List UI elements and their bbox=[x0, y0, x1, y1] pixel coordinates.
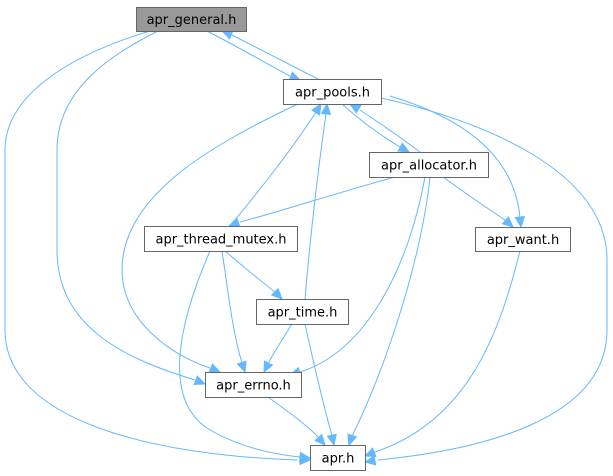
node-label: apr.h bbox=[322, 452, 355, 467]
edge-line bbox=[56, 30, 196, 381]
edge-apr-errno-to-apr bbox=[267, 396, 326, 446]
edge-apr-pools-to-apr-want bbox=[389, 95, 526, 229]
edge-line bbox=[206, 30, 291, 77]
arrowhead-icon bbox=[347, 433, 358, 447]
edge-line bbox=[221, 250, 243, 364]
arrowhead-icon bbox=[514, 215, 526, 229]
node-label: apr_general.h bbox=[147, 13, 237, 28]
edge-line bbox=[389, 95, 521, 219]
edge-apr-thread-mutex-to-apr bbox=[179, 250, 312, 463]
edge-line bbox=[374, 250, 521, 453]
edge-line bbox=[359, 109, 421, 153]
node-apr-allocator[interactable]: apr_allocator.h bbox=[369, 152, 489, 178]
node-box[interactable] bbox=[256, 299, 349, 325]
edge-apr-allocator-to-apr bbox=[347, 176, 431, 447]
edge-apr-pools-to-apr-allocator bbox=[341, 103, 411, 153]
arrowhead-icon bbox=[299, 451, 312, 463]
arrowhead-icon bbox=[270, 287, 283, 300]
node-label: apr_errno.h bbox=[216, 379, 291, 394]
edge-line bbox=[299, 176, 426, 373]
arrowhead-icon bbox=[363, 447, 377, 457]
node-label: apr_allocator.h bbox=[381, 159, 477, 174]
edge-apr-general-to-apr-pools bbox=[206, 30, 302, 81]
edge-apr-thread-mutex-to-apr-errno bbox=[221, 250, 247, 374]
arrowhead-icon bbox=[314, 433, 326, 446]
node-apr-errno[interactable]: apr_errno.h bbox=[205, 372, 302, 398]
edge-line bbox=[229, 111, 317, 227]
edge-line bbox=[267, 396, 319, 438]
arrowhead-icon bbox=[236, 360, 247, 374]
node-label: apr_thread_mutex.h bbox=[155, 233, 286, 248]
edge-line bbox=[304, 113, 327, 300]
node-apr-general: apr_general.h bbox=[136, 7, 247, 32]
edge-apr-time-to-apr-errno bbox=[263, 323, 293, 374]
arrowhead-icon bbox=[320, 102, 332, 115]
edge-line bbox=[304, 323, 333, 437]
edge-apr-thread-mutex-to-apr-pools bbox=[229, 102, 322, 227]
node-box[interactable] bbox=[283, 79, 382, 105]
node-label: apr_pools.h bbox=[295, 86, 370, 101]
edge-line bbox=[231, 34, 319, 80]
edge-line bbox=[4, 30, 298, 461]
edge-apr-time-to-apr-pools bbox=[304, 102, 332, 300]
arrowhead-icon bbox=[193, 375, 207, 385]
edge-apr-want-to-apr bbox=[363, 250, 521, 457]
arrowhead-icon bbox=[363, 455, 377, 466]
arrowhead-icon bbox=[397, 142, 411, 153]
arrowhead-icon bbox=[348, 103, 362, 114]
edge-line bbox=[121, 103, 299, 369]
edge-apr-general-to-apr-errno bbox=[56, 30, 207, 385]
node-apr-want[interactable]: apr_want.h bbox=[475, 227, 571, 252]
edge-apr-allocator-to-apr-pools bbox=[348, 103, 421, 153]
edge-line bbox=[267, 323, 293, 365]
node-box[interactable] bbox=[369, 152, 489, 178]
node-box[interactable] bbox=[205, 372, 302, 398]
edge-line bbox=[239, 176, 396, 223]
edge-apr-time-to-apr bbox=[304, 323, 337, 447]
node-box[interactable] bbox=[144, 226, 298, 252]
arrowhead-icon bbox=[208, 363, 222, 373]
edge-line bbox=[224, 250, 276, 293]
arrowhead-icon bbox=[501, 216, 514, 228]
edge-line bbox=[377, 97, 608, 461]
node-apr-time[interactable]: apr_time.h bbox=[256, 299, 349, 325]
node-label: apr_want.h bbox=[487, 233, 559, 248]
edge-line bbox=[351, 176, 431, 437]
node-apr-pools[interactable]: apr_pools.h bbox=[283, 79, 382, 105]
node-apr[interactable]: apr.h bbox=[310, 445, 366, 471]
node-box[interactable] bbox=[310, 445, 366, 471]
edge-line bbox=[442, 176, 506, 221]
node-box bbox=[136, 7, 247, 32]
arrowhead-icon bbox=[263, 360, 274, 374]
edge-apr-thread-mutex-to-apr-time bbox=[224, 250, 283, 300]
edge-apr-allocator-to-apr-thread-mutex bbox=[227, 176, 396, 228]
node-apr-thread-mutex[interactable]: apr_thread_mutex.h bbox=[144, 226, 298, 252]
node-label: apr_time.h bbox=[268, 306, 338, 321]
edge-apr-allocator-to-apr-want bbox=[442, 176, 514, 228]
edge-line bbox=[179, 250, 301, 458]
edge-apr-pools-to-apr bbox=[363, 97, 608, 466]
arrowhead-icon bbox=[326, 433, 337, 447]
edge-line bbox=[341, 103, 401, 148]
node-box[interactable] bbox=[475, 227, 571, 252]
arrowhead-icon bbox=[310, 102, 322, 116]
edge-apr-pools-to-apr-general bbox=[220, 30, 319, 80]
